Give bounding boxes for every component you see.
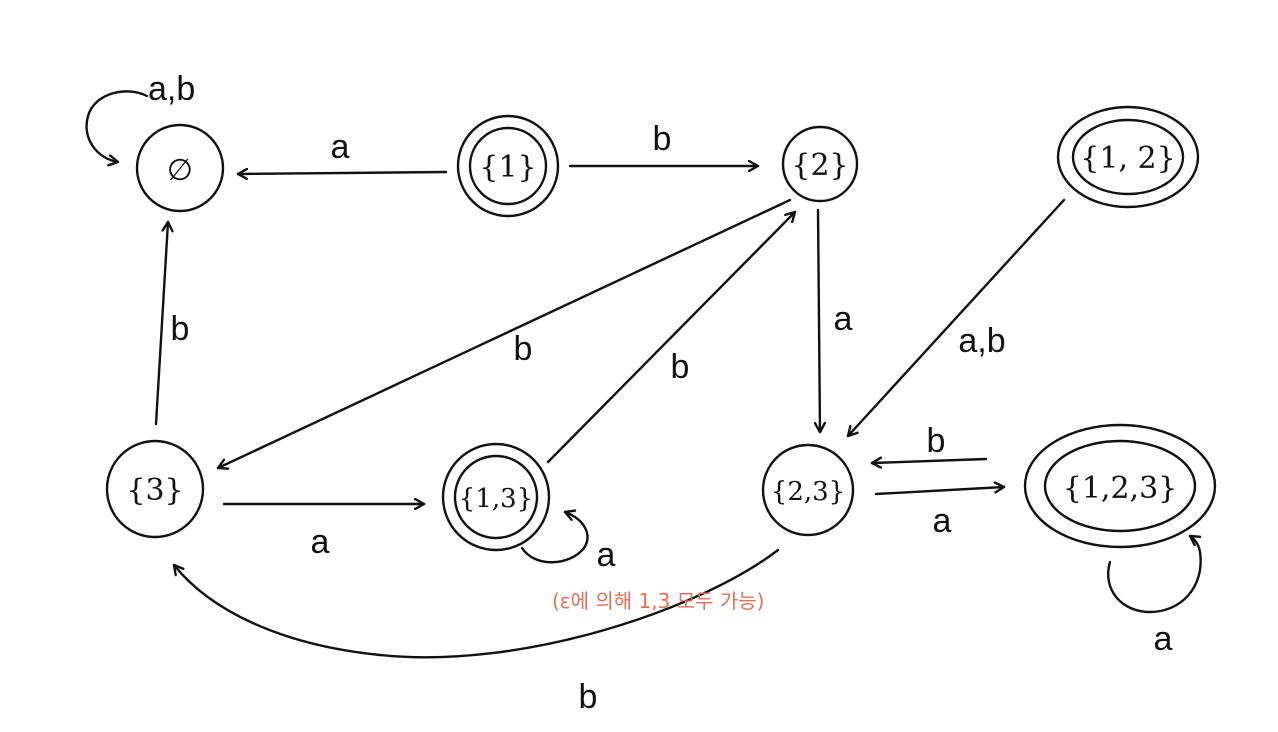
edge-12-to-23-label: a,b: [958, 322, 1005, 360]
edge-12-to-23: [846, 198, 1066, 438]
edge-123-self-label: a: [1154, 620, 1173, 658]
edge-13-to-2: [546, 210, 797, 464]
edge-23-to-123-label: a: [933, 502, 952, 540]
edge-23-to-3-label: b: [579, 678, 598, 716]
state-1: {1}: [456, 114, 560, 218]
state-empty-label: ∅: [167, 153, 193, 188]
state-13-label: {1,3}: [459, 484, 533, 514]
edge-1-to-empty-label: a: [331, 128, 350, 166]
edge-123-to-23-label: b: [927, 422, 946, 460]
state-1-label: {1}: [479, 150, 536, 185]
state-13: {1,3}: [441, 442, 551, 552]
edge-23-to-3: [172, 548, 780, 659]
edge-3-to-13-label: a: [311, 523, 330, 561]
state-123: {1,2,3}: [1023, 423, 1217, 549]
state-empty: ∅: [135, 123, 225, 213]
edge-2-to-3: [216, 198, 792, 468]
edge-123-to-23: [870, 459, 988, 463]
state-23: {2,3}: [761, 443, 855, 537]
edge-13-self-label: a: [597, 536, 616, 574]
state-123-label: {1,2,3}: [1063, 471, 1178, 506]
edge-empty-self-label: a,b: [148, 70, 195, 108]
edge-123-self: [1107, 534, 1202, 614]
state-3: {3}: [105, 439, 205, 539]
state-3-label: {3}: [126, 473, 183, 508]
state-12-label: {1, 2}: [1080, 141, 1175, 176]
edge-3-to-empty-label: b: [171, 310, 190, 348]
edge-13-self: [520, 512, 589, 564]
epsilon-note: (ε에 의해 1,3 모두 가능): [552, 589, 764, 613]
state-2: {2}: [781, 125, 859, 203]
edge-13-to-2-label: b: [671, 348, 690, 386]
edge-empty-self: [85, 90, 149, 162]
edge-23-to-123: [874, 487, 1006, 496]
edge-3-to-empty: [154, 220, 168, 426]
state-12: {1, 2}: [1056, 105, 1200, 209]
edge-2-to-23: [818, 208, 820, 434]
state-2-label: {2}: [791, 148, 848, 183]
edge-2-to-3-label: b: [514, 330, 533, 368]
state-23-label: {2,3}: [771, 477, 845, 507]
edge-1-to-empty: [236, 172, 448, 174]
edge-2-to-23-label: a: [834, 300, 853, 338]
edge-1-to-2-label: b: [653, 120, 672, 158]
